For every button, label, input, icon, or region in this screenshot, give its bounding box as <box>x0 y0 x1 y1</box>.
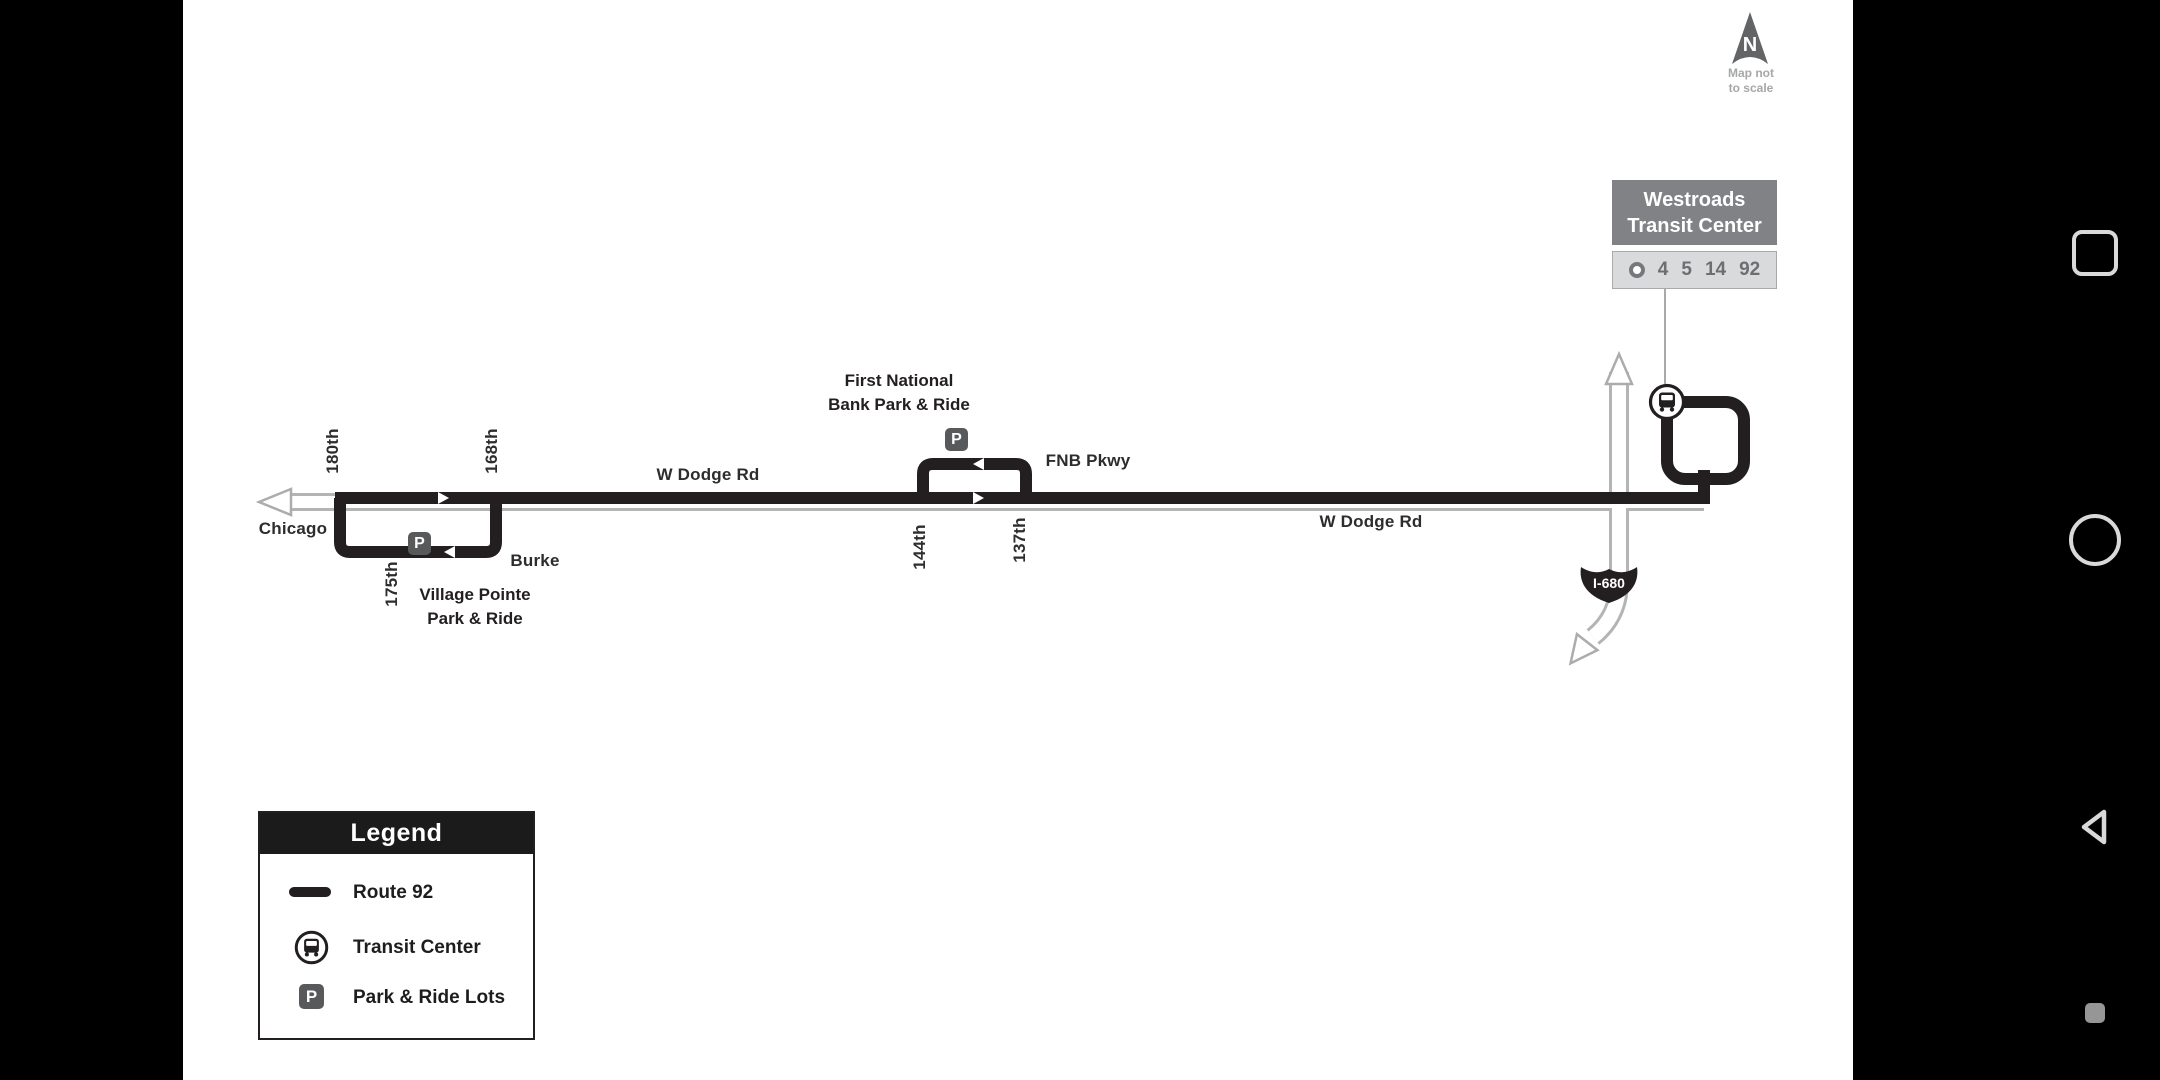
i680-shield-icon: I-680 <box>1580 567 1638 603</box>
village-pointe-line2: Park & Ride <box>427 609 523 628</box>
burke-label: Burke <box>510 551 560 570</box>
legend-item-park-ride: Park & Ride Lots <box>353 987 506 1008</box>
street-137th-label: 137th <box>1010 517 1029 563</box>
north-arrow-letter: N <box>1743 34 1757 56</box>
map-scale-note-line1: Map not <box>1728 66 1774 80</box>
home-button[interactable] <box>2069 514 2121 566</box>
transit-center-legend-icon <box>293 929 330 966</box>
westroads-title-line1: Westroads <box>1643 189 1746 211</box>
route-number: 5 <box>1681 259 1692 280</box>
w-dodge-rd-label-east: W Dodge Rd <box>1319 512 1423 531</box>
route-direction-arrow-icon <box>444 546 455 558</box>
map-document-page: I-680 N Map not to scale Westroads Trans… <box>183 0 1853 1080</box>
i680-shield-label: I-680 <box>1593 575 1625 591</box>
village-pointe-line1: Village Pointe <box>419 585 531 604</box>
orbt-route-icon <box>1628 262 1645 278</box>
street-168th-label: 168th <box>482 428 501 474</box>
chicago-road-arrow-icon <box>255 487 293 517</box>
village-pointe-park-ride-label: Village Pointe Park & Ride <box>419 583 530 631</box>
map-scale-note-line2: to scale <box>1728 81 1774 95</box>
park-ride-icon-village-pointe: P <box>408 532 431 555</box>
legend-box: Legend Route 92 Transit Center P Park & … <box>258 811 535 1040</box>
transit-center-bus-icon <box>1647 382 1687 422</box>
route-number: 4 <box>1657 259 1669 280</box>
route-direction-arrow-icon <box>973 492 984 504</box>
north-arrow-icon: N <box>1732 12 1768 64</box>
back-button[interactable] <box>2071 803 2119 851</box>
route-92-line-sample <box>289 887 331 897</box>
first-national-park-ride-label: First National Bank Park & Ride <box>828 369 970 417</box>
street-144th-label: 144th <box>910 524 929 570</box>
chicago-label: Chicago <box>258 519 328 538</box>
i680-north-road-arrow-icon <box>1604 350 1634 386</box>
first-national-line2: Bank Park & Ride <box>828 395 970 414</box>
fnb-pkwy-label: FNB Pkwy <box>1045 451 1131 470</box>
street-175th-label: 175th <box>382 561 401 607</box>
street-180th-label: 180th <box>323 428 342 474</box>
legend-item-route-92: Route 92 <box>353 882 434 903</box>
park-ride-legend-icon: P <box>299 984 324 1009</box>
legend-item-transit-center: Transit Center <box>353 937 481 958</box>
map-scale-note: Map not to scale <box>1728 66 1774 96</box>
i680-south-road-arrow-icon <box>1568 631 1600 666</box>
route-direction-arrow-icon <box>973 458 984 470</box>
route-number: 14 <box>1704 259 1727 280</box>
nav-mini-square-button[interactable] <box>2085 1003 2105 1023</box>
route-number: 92 <box>1739 259 1761 280</box>
legend-title: Legend <box>260 813 533 854</box>
westroads-title-line2: Transit Center <box>1627 215 1762 237</box>
route-direction-arrow-icon <box>438 492 449 504</box>
park-ride-icon-fnb: P <box>945 428 968 451</box>
route-92-westroads-loop <box>1661 396 1750 485</box>
w-dodge-rd-label-west: W Dodge Rd <box>656 465 760 484</box>
first-national-line1: First National <box>844 371 954 390</box>
recents-button[interactable] <box>2072 230 2118 276</box>
westroads-transit-center-label: Westroads Transit Center <box>1612 180 1777 245</box>
westroads-routes-badge: 4 5 14 92 <box>1612 251 1777 289</box>
